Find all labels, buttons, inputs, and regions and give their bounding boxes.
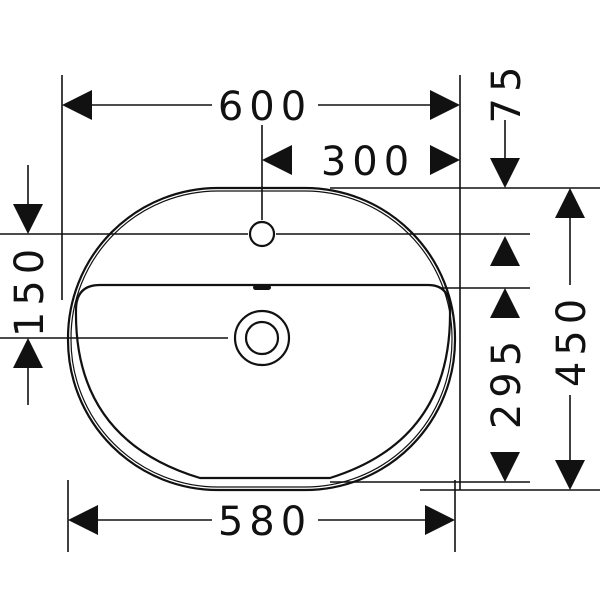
- arrowhead-up: [490, 288, 520, 318]
- arrowhead-down: [490, 452, 520, 482]
- arrowhead-up: [490, 236, 520, 266]
- dim-text-295: 295: [484, 335, 530, 429]
- overflow-slot: [253, 285, 271, 290]
- arrowhead-up: [13, 338, 43, 368]
- dim-text-600: 600: [218, 84, 312, 130]
- dim-rim-to-tap: 75: [484, 61, 530, 266]
- basin-rim-inner-edge: [70, 190, 453, 488]
- dim-text-300: 300: [321, 139, 415, 185]
- arrowhead-right: [430, 90, 460, 120]
- dim-overall-width: 600: [62, 84, 460, 130]
- dim-tap-offset: 300: [262, 139, 460, 185]
- arrowhead-left: [62, 90, 92, 120]
- dim-bowl-width: 580: [68, 499, 455, 545]
- basin-outer-rim: [66, 186, 457, 492]
- dim-overall-depth: 450: [549, 188, 595, 490]
- tap-hole: [248, 220, 276, 248]
- basin: [66, 186, 457, 492]
- arrowhead-down: [490, 158, 520, 188]
- arrowhead-right: [430, 145, 460, 175]
- basin-inner-bowl: [74, 283, 452, 480]
- drain-inner: [244, 320, 280, 356]
- arrowhead-down: [555, 460, 585, 490]
- arrowhead-up: [555, 188, 585, 218]
- arrowhead-down: [13, 204, 43, 234]
- dim-overflow-depth: 295: [484, 288, 530, 482]
- drain-outer: [233, 309, 291, 367]
- dim-text-450: 450: [549, 293, 595, 387]
- dim-text-580: 580: [218, 499, 312, 545]
- dim-text-150: 150: [7, 243, 53, 337]
- dim-tap-to-drain: 150: [7, 165, 53, 405]
- arrowhead-left: [262, 145, 292, 175]
- arrowhead-left: [68, 505, 98, 535]
- extension-lines: [0, 75, 600, 552]
- dim-text-75: 75: [484, 61, 530, 124]
- arrowhead-right: [425, 505, 455, 535]
